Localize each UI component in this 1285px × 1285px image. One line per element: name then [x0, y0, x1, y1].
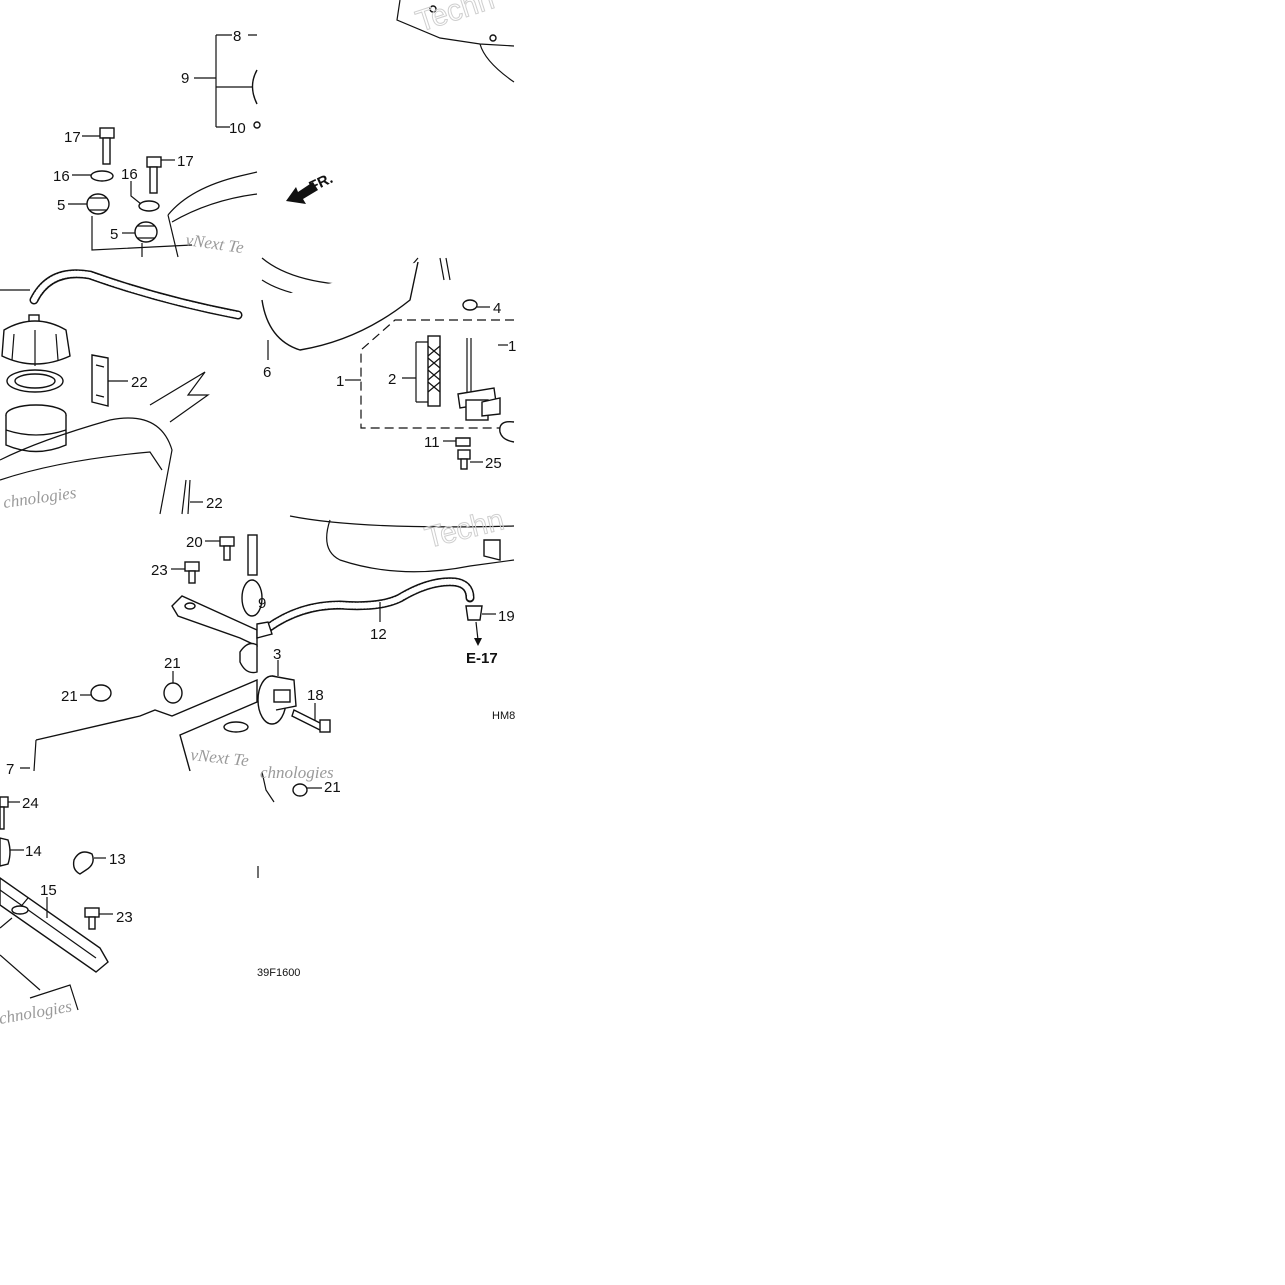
wing-logo	[149, 371, 210, 423]
hose-clip-19	[465, 605, 483, 621]
cap-21-left	[90, 684, 112, 702]
rubber-part-9	[251, 69, 258, 105]
callout-18: 18	[307, 687, 324, 704]
callout-23-bottom: 23	[116, 909, 133, 926]
bolt-18	[291, 709, 331, 733]
callout-25: 25	[485, 455, 502, 472]
callout-13: 13	[109, 851, 126, 868]
fuel-cap	[1, 314, 71, 366]
tile-mid-left: 22 22 chnologies	[0, 269, 243, 515]
rubber-mount	[247, 534, 258, 576]
collar-3	[257, 675, 297, 725]
callout-16-left: 16	[53, 168, 70, 185]
washer-11	[455, 437, 471, 447]
tile-top-left: 8 9 10 17 16 5 17 16	[53, 28, 261, 258]
callout-21-mid: 21	[164, 655, 181, 672]
washer-16-left	[90, 170, 114, 182]
fuel-line-end	[499, 421, 515, 443]
clip-13	[72, 851, 94, 875]
callout-10: 10	[229, 120, 246, 137]
tank-bottom-6	[261, 261, 419, 351]
fuel-petcock	[457, 338, 501, 421]
fuel-tank-body	[0, 404, 173, 515]
callout-4: 4	[493, 300, 501, 317]
callout-1: 1	[336, 373, 344, 390]
callout-20: 20	[186, 534, 203, 551]
tile-lower-left: 20 23 9 21 21 7 vNext Te	[6, 534, 266, 778]
nut-4	[462, 299, 478, 311]
rubber-14	[0, 837, 11, 867]
bolt-17-left	[99, 127, 115, 165]
callout-19: 19	[498, 608, 515, 625]
tile-lower-right: Techn 12 19 E-17 3 18 HM8	[256, 503, 515, 733]
callout-22-bottom: 22	[206, 495, 223, 512]
tank-corner	[167, 171, 258, 258]
callout-15: 15	[40, 882, 57, 899]
watermark-1: vNext Te	[184, 230, 245, 257]
callout-9-lower: 9	[258, 595, 266, 612]
strainer-2	[427, 335, 441, 407]
watermark-7: chnologies	[0, 996, 74, 1028]
callout-9: 9	[181, 70, 189, 87]
callout-12: 12	[370, 626, 387, 643]
rubber-strap-22	[91, 354, 109, 407]
rubber-5-right	[134, 221, 158, 243]
callout-22-top: 22	[131, 374, 148, 391]
callout-1-partial: 1	[508, 338, 516, 355]
bolt-24	[0, 796, 9, 830]
diagram-code-right: HM8	[492, 710, 515, 722]
collar	[239, 642, 258, 674]
watermark-3: Techn	[412, 0, 498, 39]
callout-16-right: 16	[121, 166, 138, 183]
washer-16-right	[138, 200, 160, 212]
callout-17-left: 17	[64, 129, 81, 146]
rubber-5-left	[86, 193, 110, 215]
watermark-4: vNext Te	[190, 745, 251, 770]
callout-8: 8	[233, 28, 241, 45]
callout-3: 3	[273, 646, 281, 663]
tile-top-right: Techn FR.	[286, 0, 515, 204]
callout-6: 6	[263, 364, 271, 381]
lower-bracket	[35, 678, 258, 772]
watermark-5: chnologies	[260, 763, 334, 782]
callout-24: 24	[22, 795, 39, 812]
callout-21-left: 21	[61, 688, 78, 705]
front-arrow-icon	[286, 182, 318, 204]
watermark-2: chnologies	[2, 483, 78, 512]
callout-14: 14	[25, 843, 42, 860]
bolt-17-right	[146, 156, 162, 194]
screw-25	[457, 449, 471, 470]
bolt-23-bottom	[84, 907, 100, 930]
tile-bottom-left: 24 14 13 15 23 chnologies	[0, 795, 133, 1028]
clip-22	[181, 479, 191, 515]
tile-mid-right: 6 4 1 2 1 11	[261, 257, 516, 472]
callout-11: 11	[424, 434, 440, 451]
cap-21-bottom	[292, 783, 308, 797]
callout-5-left: 5	[57, 197, 65, 214]
callout-23-top: 23	[151, 562, 168, 579]
front-marker: FR.	[307, 170, 336, 196]
callout-2: 2	[388, 371, 396, 388]
callout-17-right: 17	[177, 153, 194, 170]
rail-15	[0, 877, 109, 973]
reference-e17: E-17	[466, 650, 498, 667]
callout-21-bottom: 21	[324, 779, 341, 796]
tile-bottom-right: chnologies 21 39F1600	[257, 763, 341, 979]
callout-5-right: 5	[110, 226, 118, 243]
bolt-20	[219, 536, 235, 561]
bolt-23-top	[184, 561, 200, 584]
callout-7: 7	[6, 761, 14, 778]
washer-part-10	[253, 121, 261, 129]
cap-21-mid	[163, 682, 183, 704]
diagram-code-bottom: 39F1600	[257, 967, 300, 979]
